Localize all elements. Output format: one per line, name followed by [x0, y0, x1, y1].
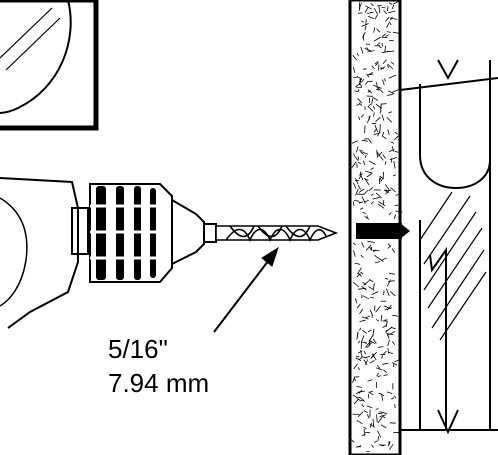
stud-frame	[399, 59, 498, 435]
drill-body	[0, 177, 89, 329]
reflection-lines	[419, 191, 487, 341]
drill-bit	[215, 225, 339, 243]
inset-detail	[0, 0, 99, 131]
bit-size-imperial: 5/16"	[108, 334, 168, 364]
insulation-texture	[350, 0, 403, 452]
bit-size-metric: 7.94 mm	[108, 368, 210, 398]
chuck-rings	[90, 204, 170, 260]
wall-anchor	[356, 223, 410, 239]
callout-arrow	[213, 246, 279, 333]
